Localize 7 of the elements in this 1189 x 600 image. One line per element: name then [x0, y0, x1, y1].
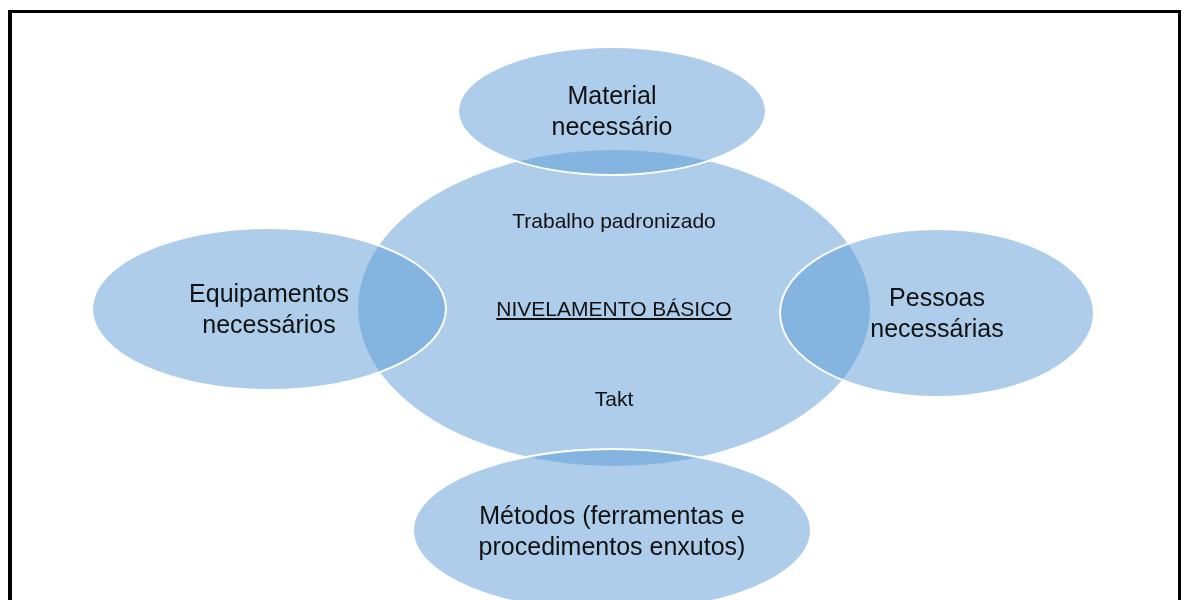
node-text: Takt [594, 386, 634, 412]
node-text: NIVELAMENTO BÁSICO [496, 296, 732, 322]
node-text: Material necessário [550, 80, 674, 142]
node-text: Trabalho padronizado [512, 208, 716, 234]
node-text: Pessoas necessárias [869, 282, 1005, 344]
node-text: Equipamentos necessários [188, 278, 350, 340]
node-text: Métodos (ferramentas e procedimentos enxutos) [477, 499, 747, 562]
